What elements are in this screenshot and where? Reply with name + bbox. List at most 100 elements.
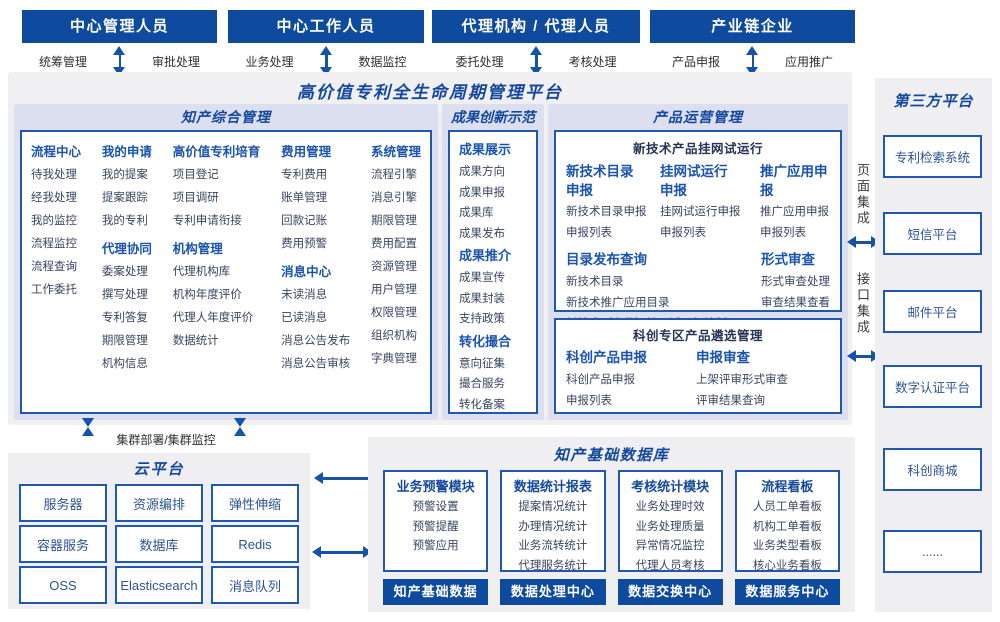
module-heading: 我的申请 [101,145,152,159]
platform-title: 高价值专利全生命周期管理平台 [297,83,563,102]
module-heading: 费用管理 [281,145,332,159]
module-item: 资源管理 [370,261,417,273]
cloud-service-oss: OSS [19,566,107,604]
module-item: 申报列表 [566,227,612,239]
module-heading: 新技术目录 申报 [566,164,634,198]
third-party-item-sci-mall: 科创商城 [883,448,982,491]
module-heading: 推广应用申报 [760,164,828,198]
platform-container: 高价值专利全生命周期管理平台 知产综合管理 流程中心 待我处理 经我处理 我的监… [8,72,852,425]
knowledge-db-title: 知产基础数据库 [553,447,670,464]
db-module-item: 预警设置 [412,501,459,513]
role-header: 中心管理人员 [22,10,217,43]
module-item: 项目登记 [172,169,219,181]
module-item: 期限管理 [101,335,148,347]
db-center-bar: 知产基础数据 [383,579,489,605]
db-module: 流程看板 人员工单看板 机构工单看板 业务类型看板 核心业务看板 数据服务中心 [734,470,840,605]
module-item: 申报列表 [566,395,612,407]
module-item: 提案跟踪 [101,192,148,204]
module-item: 组织机构 [370,330,417,342]
module-heading: 高价值专利培育 [172,145,261,159]
module-item: 机构年度评价 [172,289,242,301]
db-module-item: 机构工单看板 [752,520,822,533]
cloud-service-container: 容器服务 [19,525,107,563]
third-party-item-digital-cert: 数字认证平台 [883,365,982,408]
db-module-heading: 数据统计报表 [513,479,592,494]
module-item: 新技术推广应用目录 [566,297,670,309]
db-module-item: 提案情况统计 [518,501,588,513]
subsection-trial-run: 新技术产品挂网试运行 新技术目录 申报 新技术目录申报 申报列表 挂网试运行 申… [554,130,842,330]
module-item: 成果发布 [459,227,505,240]
module-item: 新技术目录 [566,276,624,288]
db-module-item: 预警提醒 [412,520,459,533]
module-column: 科创产品申报 科创产品申报 申报列表 [566,346,696,412]
module-item: 字典管理 [370,353,417,365]
header-group-enterprises: 产业链企业 产品申报 应用推广 [650,10,855,77]
module-item: 流程监控 [31,238,77,250]
module-item: 委案处理 [101,266,148,278]
module-item: 形式审查处理 [761,276,830,288]
module-item: 消息公告审核 [281,358,351,370]
v-double-arrow-icon [319,46,333,76]
module-column: 系统管理 流程引擎 消息引擎 期限管理 费用配置 资源管理 用户管理 权限管理 … [371,141,421,403]
api-integration-label: 接口集成 [855,272,870,336]
module-column: 推广应用申报 推广应用申报 申报列表 [760,162,830,244]
module-heading: 挂网试运行 申报 [660,164,728,198]
third-party-item-more: ...... [883,530,982,573]
cloud-service-message-queue: 消息队列 [211,566,299,604]
third-party-item-sms: 短信平台 [883,212,982,255]
module-heading: 申报审查 [696,350,750,365]
knowledge-db-panel: 知产基础数据库 业务预警模块 预警设置 预警提醒 预警应用 知产基础数据 数据统… [368,437,855,612]
section-body: 成果展示 成果方向 成果申报 成果库 成果发布 成果推介 成果宣传 成果封装 支… [448,130,538,414]
module-item: 账单管理 [281,192,328,204]
module-column: 新技术目录 申报 新技术目录申报 申报列表 [566,162,660,244]
module-item: 专利答复 [101,312,148,324]
db-module-item: 核心业务看板 [752,559,822,572]
cloud-service-redis: Redis [211,525,299,563]
cloud-service-elasticsearch: Elasticsearch [115,566,203,604]
role-header: 代理机构 / 代理人员 [432,10,640,43]
cluster-label: 集群部署/集群监控 [116,433,216,447]
db-module-heading: 考核统计模块 [631,479,710,494]
module-item: 已读消息 [281,312,328,324]
page-integration-label: 页面集成 [855,163,870,227]
third-party-panel: 第三方平台 专利检索系统 短信平台 邮件平台 数字认证平台 科创商城 .....… [875,78,992,612]
module-item: 机构信息 [101,358,148,370]
module-item: 我的专利 [101,215,148,227]
module-item: 未读消息 [281,289,328,301]
db-module-heading: 流程看板 [761,479,814,494]
db-module-item: 人员工单看板 [752,501,822,513]
section-title: 产品运营管理 [653,109,743,125]
role-action-label: 考核处理 [568,54,617,69]
third-party-title: 第三方平台 [893,93,974,110]
role-header: 中心工作人员 [228,10,424,43]
module-item: 上架评审形式审查 [696,374,788,386]
module-heading: 代理协同 [101,242,152,256]
module-heading: 成果展示 [459,142,512,157]
cloud-platform-panel: 云平台 服务器 资源编排 弹性伸缩 容器服务 数据库 Redis OSS Ela… [8,453,310,609]
module-item: 申报列表 [760,227,806,239]
db-module-item: 代理服务统计 [518,559,588,572]
module-heading: 转化撮合 [459,333,512,349]
v-double-arrow-icon [746,46,759,76]
module-item: 成果封装 [459,292,505,305]
module-item: 意向征集 [459,357,505,370]
module-item: 消息公告发布 [281,335,351,347]
module-item: 申报列表 [660,227,706,239]
db-module-item: 预警应用 [412,540,459,552]
module-item: 科创产品申报 [566,374,635,386]
module-item: 待我处理 [31,169,77,181]
db-module-item: 代理人员考核 [635,559,705,572]
module-column: 挂网试运行 申报 挂网试运行申报 申报列表 [660,162,760,244]
role-action-label: 统筹管理 [38,54,87,69]
module-item: 撮合服务 [459,378,505,390]
module-item: 流程引擎 [370,169,417,181]
role-header: 产业链企业 [650,10,855,43]
module-heading: 科创产品申报 [566,350,647,365]
third-party-item-mail: 邮件平台 [883,290,982,333]
module-item: 转化备案 [459,398,505,411]
db-module-item: 业务处理时效 [635,501,705,513]
v-double-arrow-icon [113,46,126,76]
role-action-label: 产品申报 [671,54,720,69]
v-double-arrow-icon [529,46,543,76]
module-item: 专利费用 [281,169,328,181]
